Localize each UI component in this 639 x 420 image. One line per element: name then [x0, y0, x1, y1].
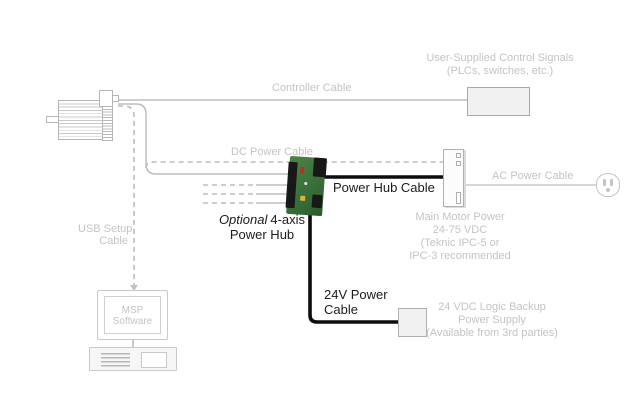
monitor: MSP Software	[97, 290, 168, 340]
main-power-label: Main Motor Power 24-75 VDC (Teknic IPC-5…	[399, 211, 521, 263]
monitor-screen: MSP Software	[104, 296, 161, 334]
pcb-top-right-connector	[312, 157, 328, 178]
optional-hub-line2: Power Hub	[229, 227, 295, 242]
outlet-slot-left	[603, 179, 606, 186]
main-power-line1: Main Motor Power	[415, 211, 505, 223]
backup-line3: (Available from 3rd parties)	[426, 327, 558, 339]
computer-base-unit	[89, 347, 177, 371]
24v-label-line1: 24V Power	[324, 287, 388, 302]
psu-vent-slot	[456, 192, 461, 204]
main-power-line3: (Teknic IPC-5 or	[420, 237, 500, 249]
power-hub-cable-label: Power Hub Cable	[333, 180, 435, 195]
monitor-stand	[132, 340, 134, 348]
dc-power-cable-label: DC Power Cable	[231, 146, 313, 158]
ac-power-cable-label: AC Power Cable	[492, 170, 574, 182]
msp-line1: MSP	[121, 305, 144, 316]
main-power-line4: IPC-3 recommended	[409, 250, 511, 262]
usb-label-line1: USB Setup	[78, 223, 133, 235]
axis-word: 4-axis	[270, 212, 306, 227]
outlet-ground-hole	[606, 188, 610, 192]
backup-line2: Power Supply	[458, 314, 526, 326]
motor-connector-tab	[112, 95, 119, 102]
outlet-slot-right	[610, 179, 613, 186]
power-hub-pcb	[282, 154, 330, 221]
pcb-mid-connector	[311, 194, 323, 209]
24v-power-cable-line	[308, 212, 398, 324]
motor-dc-cable-line	[118, 103, 289, 175]
dc-power-cable-line	[145, 161, 443, 169]
usb-setup-cable-line	[118, 105, 135, 289]
psu-indicator-2	[456, 161, 461, 166]
pcb-component-yellow	[300, 195, 306, 201]
24v-power-cable-label: 24V Power Cable	[324, 287, 388, 317]
motor-cable-gland	[102, 106, 113, 141]
user-control-signals-box	[467, 87, 530, 116]
usb-label-line2: Cable	[99, 235, 128, 247]
msp-line2: Software	[112, 316, 153, 327]
computer-vents	[101, 353, 130, 367]
usb-cable-arrowhead	[130, 285, 138, 291]
motor-connector	[99, 90, 113, 107]
main-power-supply-unit	[443, 149, 464, 207]
motor-body	[58, 100, 103, 140]
usb-setup-cable-label: USB Setup Cable	[78, 223, 133, 247]
user-signals-line2: (PLCs, switches, etc.)	[446, 65, 554, 77]
ac-outlet-icon	[596, 173, 620, 197]
backup-line1: 24 VDC Logic Backup	[438, 301, 546, 313]
psu-indicator-1	[456, 153, 461, 158]
optional-word: Optional	[218, 212, 268, 227]
backup-supply-label: 24 VDC Logic Backup Power Supply (Availa…	[425, 301, 559, 340]
pcb-component-white	[304, 181, 308, 186]
user-signals-line1: User-Supplied Control Signals	[426, 52, 574, 64]
computer-drive-bay	[141, 352, 167, 368]
24v-label-line2: Cable	[324, 302, 358, 317]
main-power-line2: 24-75 VDC	[432, 224, 488, 236]
pcb-component-red	[299, 166, 305, 174]
msp-software-label: MSP Software	[105, 297, 160, 327]
user-signals-label: User-Supplied Control Signals (PLCs, swi…	[414, 52, 586, 78]
logic-backup-supply-box	[398, 308, 427, 337]
controller-cable-label: Controller Cable	[272, 82, 352, 94]
